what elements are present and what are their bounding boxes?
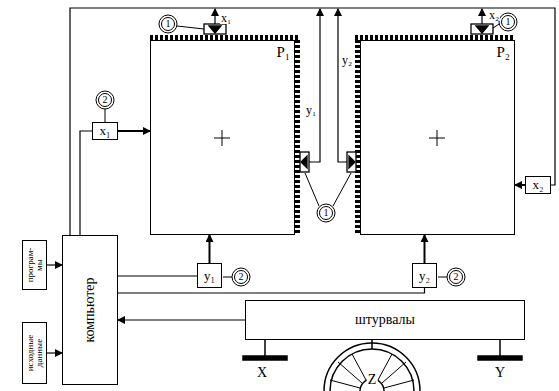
connector [118,130,150,132]
callout-number: 1 [323,208,330,218]
sensor-label: x₂ [488,9,500,21]
drive-box: y₁ [197,263,222,288]
hatching [150,38,515,236]
callout-number: 2 [102,95,109,105]
box-text: x₁ [99,124,110,138]
axis-label: Y [494,366,506,380]
sensors [204,24,493,172]
workpiece-plate: P₂ [360,40,515,235]
callout-number: 2 [238,272,245,282]
callout-circles [96,13,517,286]
connector [47,264,62,265]
box-text: P₂ [496,45,510,61]
feedback-wires [215,9,482,162]
callout-number: 1 [505,17,512,27]
box-text: y₁ [204,269,215,283]
programs-box: програм-мы [22,240,47,290]
sensor-label: y₁ [305,104,317,116]
drive-box: x₁ [92,122,118,140]
connector [118,275,197,276]
connector [515,184,525,186]
axis-label: Z [367,373,378,387]
box-text: y₂ [419,269,430,283]
box-text: x₂ [532,178,543,192]
handwheels [243,340,522,391]
box-text: програм-мы [25,242,44,288]
connector [80,131,92,235]
handwheel-panel: штурвалы [245,300,525,340]
callout-number: 1 [165,19,172,29]
axis-label: X [256,366,268,380]
connector [118,288,425,293]
box-text: P₁ [276,45,290,61]
connector [424,235,426,263]
connector [209,235,211,263]
drive-box: x₂ [525,176,551,194]
callout-number: 2 [453,272,460,282]
sensor-label: y₂ [341,54,353,66]
box-text: исходные данные [25,324,44,382]
sensor-label: x₁ [220,12,232,24]
drive-box: y₂ [412,263,437,288]
connector [118,319,245,320]
box-text: штурвалы [355,313,415,328]
input-data-box: исходные данные [22,322,47,384]
workpiece-plate: P₁ [150,40,295,235]
box-text: компьютер [83,277,98,342]
computer-box: компьютер [62,235,118,385]
connector [47,352,62,353]
connector [70,8,555,235]
